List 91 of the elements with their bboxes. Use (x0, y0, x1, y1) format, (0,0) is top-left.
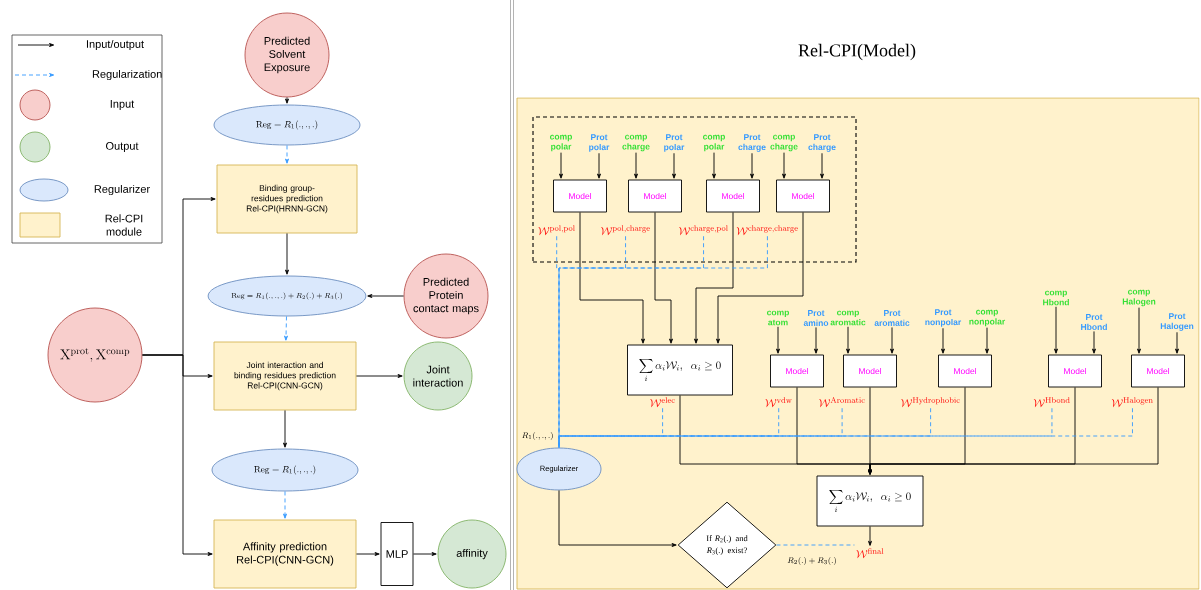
title: Rel-CPI(Model) (798, 43, 916, 61)
arrow (694, 212, 734, 344)
module-box: Affinity prediction Rel-CPI(CNN-GCN) (213, 519, 357, 589)
arrow (716, 212, 804, 344)
legend-text: Input (110, 100, 135, 110)
input-label: comp aromatic (830, 310, 866, 326)
model-box: Model (706, 179, 760, 213)
input-label: Prot polar (664, 134, 685, 152)
input-label: Prot Halogen (1160, 313, 1194, 331)
input-label: Prot nonpolar (925, 309, 962, 327)
input-label: comp polar (550, 134, 572, 152)
arrow (985, 327, 989, 354)
model-box: Model (770, 354, 824, 388)
model-box: Model (628, 179, 682, 213)
input-label: Prot amino (803, 310, 829, 326)
weight-label: $\mathcal{W}^{\mathrm{pol,charge}}$ (600, 225, 650, 236)
model-box: Model (553, 179, 607, 213)
arrow (820, 152, 824, 179)
input-label: comp atom (767, 310, 789, 326)
dashed-group-box (532, 116, 857, 263)
mlp-box: MLP (380, 522, 414, 586)
weight-label: $\mathcal{W}^{\mathrm{Halogen}}$ (1111, 397, 1153, 408)
dashed-line (776, 544, 855, 546)
model-box: Model (1131, 354, 1185, 388)
input-label: comp charge (770, 134, 798, 152)
dashed-arrow (283, 491, 287, 519)
weight-label: $\mathcal{W}^{\mathrm{Hydrophobic}}$ (901, 397, 960, 408)
dashed-arrow (284, 316, 288, 341)
arrow (750, 152, 754, 179)
arrow (712, 152, 716, 179)
regularizer-label: $R_1(.,.,.)$ (522, 432, 553, 440)
arrow (283, 410, 287, 448)
module-box: Joint interaction and binding residues prediction Rel-CPI(CNN-GCN) (213, 341, 357, 411)
arrow (672, 152, 676, 179)
arrow (597, 152, 601, 179)
arrow (558, 490, 677, 547)
arrow (634, 152, 638, 179)
dashed-arrow (285, 145, 289, 164)
arrow (367, 294, 404, 298)
arrow (559, 152, 563, 179)
weight-label: $\mathcal{W}^{\mathrm{final}}$ (856, 548, 884, 559)
arrow (868, 526, 872, 546)
legend-text: Input/output (86, 39, 144, 51)
legend-text: Output (106, 142, 139, 152)
arrow (413, 552, 437, 556)
arrow (1175, 331, 1179, 354)
arrow (356, 552, 380, 556)
input-label: Prot aromatic (874, 310, 910, 326)
legend-text: Regularization (92, 69, 162, 81)
arrow (356, 374, 403, 378)
model-box: Model (776, 179, 830, 213)
arrow (285, 97, 289, 104)
model-box: Model (843, 354, 897, 388)
arrow (285, 233, 289, 275)
arrow (776, 326, 780, 354)
arrow (941, 327, 945, 354)
input-label: comp nonpolar (969, 309, 1006, 327)
arrow (579, 212, 645, 344)
input-label: Prot charge (808, 134, 836, 152)
weight-label: $\mathcal{W}^{\mathrm{pol,pol}}$ (538, 225, 575, 236)
arrow (1054, 306, 1058, 354)
arrow (782, 152, 786, 179)
input-label: Prot polar (589, 134, 610, 152)
edge-label: $R_2(.) + R_3(.)$ (786, 556, 838, 566)
sum-box: $\sum_i \alpha_i \mathcal{W}_i,\ \ \alpha_i \geq 0$ (627, 344, 733, 396)
model-box: Model (938, 354, 992, 388)
weight-label: $\mathcal{W}^{\mathrm{elec}}$ (650, 397, 675, 408)
input-label: comp polar (703, 134, 725, 152)
arrow (1092, 330, 1096, 354)
arrow (890, 326, 894, 354)
input-label: Prot charge (738, 134, 766, 152)
arrow (1137, 307, 1141, 354)
weight-label: $\mathcal{W}^{\mathrm{Aromatic}}$ (819, 397, 865, 408)
input-label: comp charge (622, 134, 650, 152)
weight-label: $\mathcal{W}^{\mathrm{charge,pol}}$ (678, 225, 728, 236)
input-label: comp Halogen (1122, 289, 1156, 307)
arrow (846, 326, 850, 354)
arrow (142, 354, 213, 556)
arrow (814, 326, 818, 354)
input-label: comp Hbond (1043, 290, 1069, 306)
model-box: Model (1048, 354, 1102, 388)
arrow (654, 212, 673, 344)
input-label: Prot Hbond (1081, 314, 1107, 330)
sum-box: $\sum_i \alpha_i \mathcal{W}_i,\ \ \alpha_i \geq 0$ (816, 475, 924, 527)
legend-text: Regularizer (94, 184, 150, 196)
weight-label: $\mathcal{W}^{\mathrm{charge,charge}}$ (736, 225, 798, 236)
module-box: Binding group-residues prediction Rel-CPI(HRNN-GCN) (216, 164, 358, 234)
weight-label: $\mathcal{W}^{\mathrm{vdw}}$ (765, 397, 792, 408)
arrow (868, 387, 1159, 475)
legend-text: Rel-CPI module (105, 214, 143, 236)
weight-label: $\mathcal{W}^{\mathrm{Hbond}}$ (1033, 397, 1070, 408)
